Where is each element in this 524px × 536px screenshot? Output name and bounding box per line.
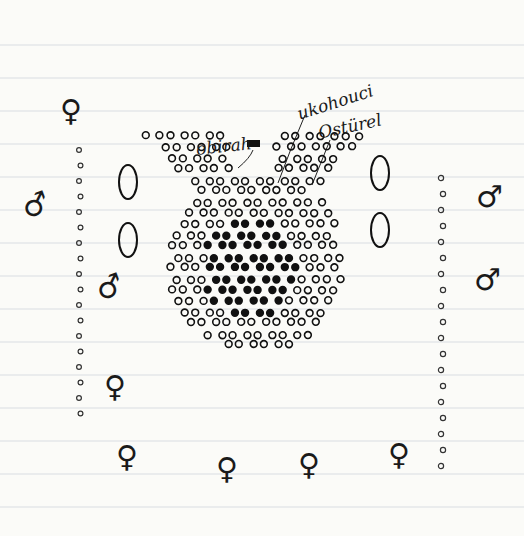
male-symbol: ♂ (18, 186, 54, 223)
paper-lines (0, 45, 524, 507)
male-symbol: ♂ (474, 265, 501, 295)
open-dots (142, 132, 362, 348)
large-ovals (119, 156, 389, 257)
female-symbol: ♀ (388, 440, 410, 470)
side-dots (77, 148, 446, 469)
male-symbol: ♂ (476, 182, 503, 212)
handwritten-label: Ostürel (317, 112, 383, 142)
male-symbol: ♂ (92, 268, 128, 305)
handwritten-label: obirah (195, 135, 252, 158)
female-symbol: ♀ (60, 96, 82, 126)
filled-dots (203, 219, 299, 317)
female-symbol: ♀ (298, 450, 320, 480)
female-symbol: ♀ (116, 442, 138, 472)
female-symbol: ♀ (104, 372, 126, 402)
female-symbol: ♀ (216, 454, 238, 484)
